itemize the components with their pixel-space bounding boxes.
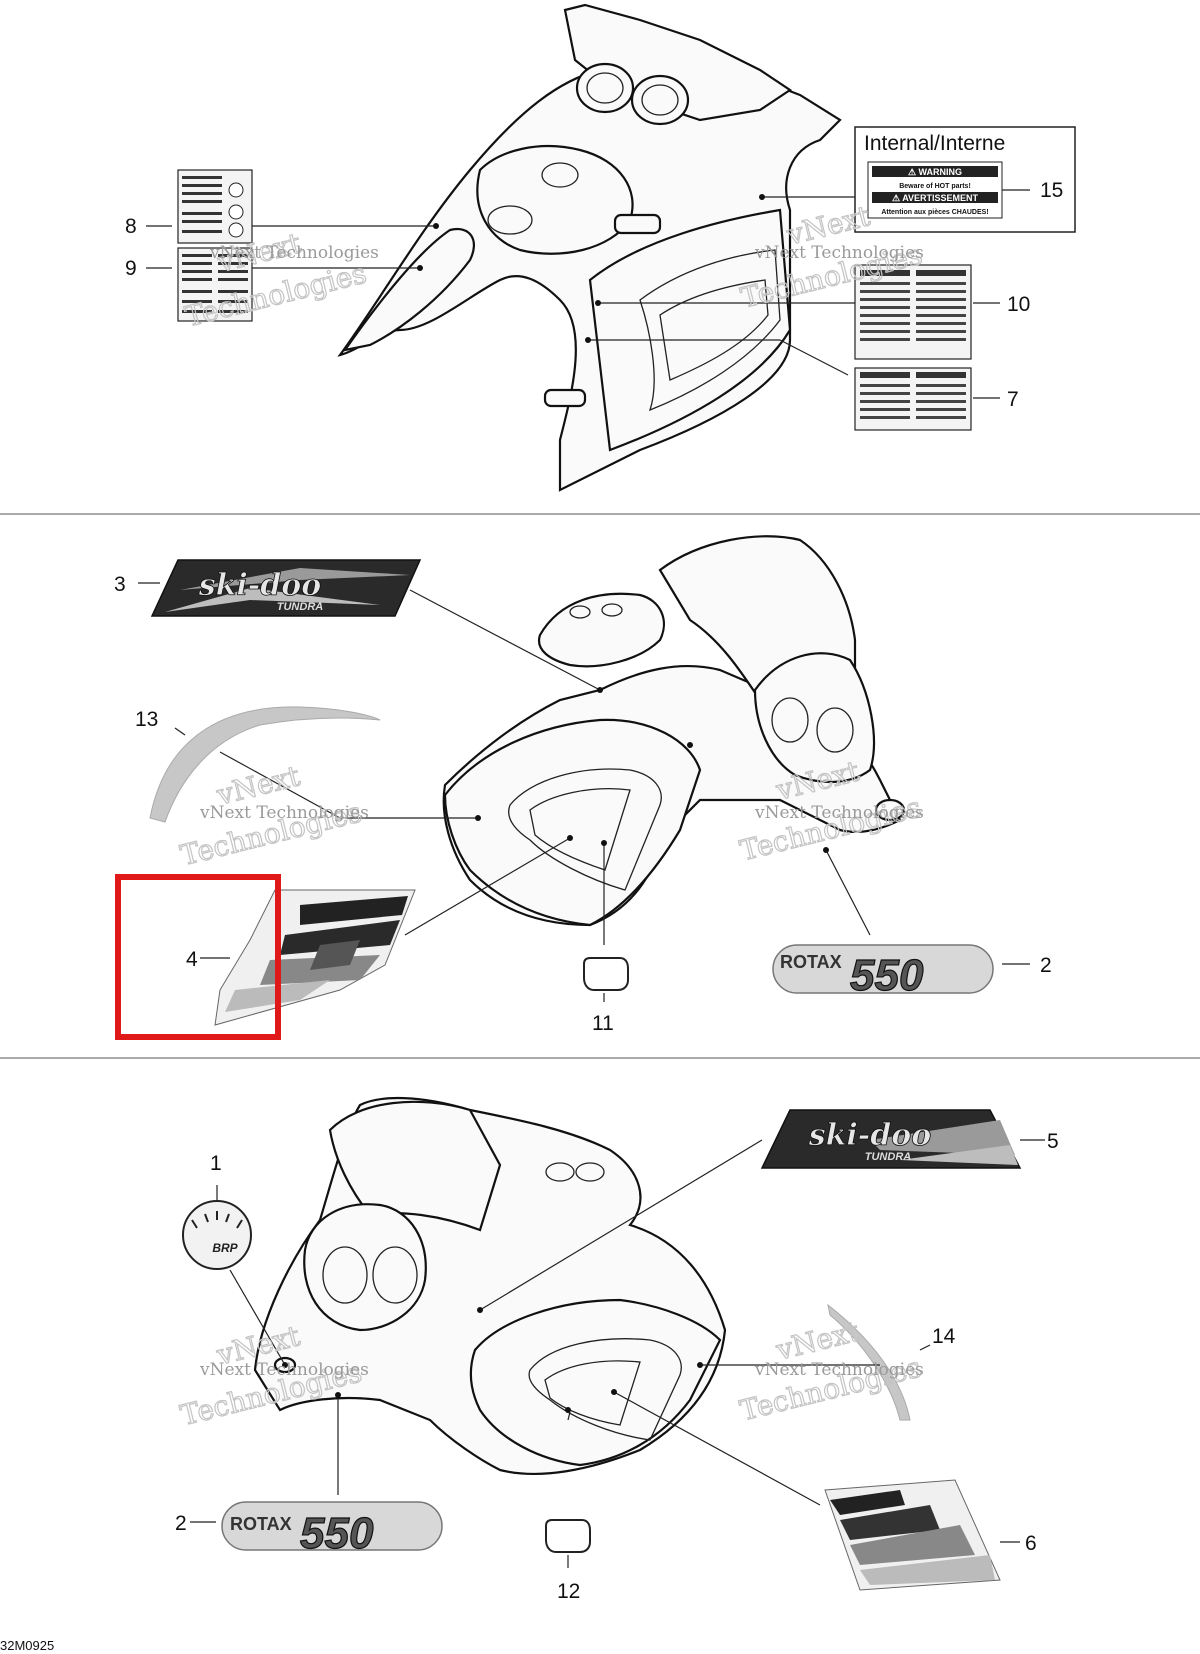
callout-5[interactable]: 5 bbox=[1047, 1130, 1059, 1153]
stripe-decal-6 bbox=[824, 1479, 1001, 1591]
headlight-front bbox=[303, 1203, 427, 1332]
side-panel-stripe bbox=[639, 249, 781, 412]
svg-text:vNext Technologies: vNext Technologies bbox=[199, 803, 369, 823]
console-front-2 bbox=[575, 1162, 605, 1182]
warning-text: Beware of HOT parts! bbox=[899, 183, 971, 190]
callout-7[interactable]: 7 bbox=[1007, 388, 1019, 411]
side-panel-left bbox=[342, 227, 476, 352]
callouts: 8 9 15 10 7 3 13 4 11 2 1 5 14 6 2 12 bbox=[114, 179, 1063, 1603]
headlight-front-r bbox=[372, 1246, 418, 1304]
handle bbox=[543, 388, 587, 408]
rotax-number-2: 550 bbox=[300, 1509, 374, 1558]
avertissement-text: Attention aux pièces CHAUDES! bbox=[881, 209, 988, 216]
side-panel-right bbox=[588, 208, 792, 452]
cup-holder bbox=[487, 205, 533, 235]
gauge-right bbox=[630, 74, 690, 126]
callout-9[interactable]: 9 bbox=[125, 257, 137, 280]
svg-text:vNext Technologies: vNext Technologies bbox=[754, 243, 924, 263]
leaders-top bbox=[146, 189, 1030, 399]
bumper-mid bbox=[874, 798, 906, 822]
svg-text:vNext Technologies: vNext Technologies bbox=[209, 243, 379, 263]
skidoo-brand-text: ski-doo bbox=[198, 568, 322, 603]
svg-text:vNext Technologies: vNext Technologies bbox=[754, 1360, 924, 1380]
headlight-front-l bbox=[322, 1246, 368, 1304]
internal-title: Internal/Interne bbox=[864, 132, 1005, 155]
warning-title: ⚠ WARNING bbox=[908, 167, 962, 177]
rotax-number: 550 bbox=[850, 951, 924, 1000]
console-front-1 bbox=[545, 1162, 575, 1182]
gauge-left bbox=[575, 62, 635, 114]
label-10 bbox=[854, 264, 972, 360]
console-hole-1 bbox=[569, 605, 591, 619]
leaders-middle bbox=[138, 582, 1030, 1002]
swoosh-decal-13 bbox=[149, 706, 381, 823]
skidoo-model-text-5: TUNDRA bbox=[865, 1151, 911, 1163]
side-panel-mid-inner bbox=[529, 788, 631, 871]
gauge-left-inner bbox=[586, 72, 624, 104]
label-8 bbox=[177, 169, 253, 244]
skidoo-decal-5: ski-doo TUNDRA bbox=[760, 1109, 1022, 1169]
rotax-decal-2-bottom: ROTAX 550 bbox=[221, 1501, 443, 1559]
avertissement-title: ⚠ AVERTISSEMENT bbox=[892, 193, 979, 203]
console bbox=[476, 144, 634, 255]
side-panel-stripe-inner bbox=[659, 279, 769, 381]
callout-10[interactable]: 10 bbox=[1007, 293, 1030, 316]
skidoo-decal-3: ski-doo TUNDRA bbox=[150, 559, 422, 617]
callout-13[interactable]: 13 bbox=[135, 708, 158, 731]
callout-6[interactable]: 6 bbox=[1025, 1532, 1037, 1555]
label-9 bbox=[177, 247, 253, 322]
rotax-decal-2-mid: ROTAX 550 bbox=[772, 944, 994, 1001]
highlight-box bbox=[115, 874, 281, 1040]
svg-text:vNext Technologies: vNext Technologies bbox=[199, 1360, 369, 1380]
section-middle: ski-doo TUNDRA ROTAX 550 bbox=[115, 535, 1030, 1040]
callout-11[interactable]: 11 bbox=[592, 1012, 614, 1035]
console-mid bbox=[537, 592, 665, 668]
callout-4[interactable]: 4 bbox=[186, 948, 198, 971]
gauge-right-inner bbox=[641, 84, 679, 116]
callout-15[interactable]: 15 bbox=[1040, 179, 1063, 202]
section-bottom: ski-doo TUNDRA BRP ROTAX 550 bbox=[182, 1096, 1045, 1591]
leaders-bottom bbox=[190, 1139, 1045, 1568]
brp-emblem-1: BRP bbox=[182, 1200, 252, 1270]
rotax-word-2: ROTAX bbox=[230, 1514, 292, 1534]
bracket-12 bbox=[545, 1519, 591, 1553]
bracket-11 bbox=[583, 957, 629, 991]
bumper-left bbox=[613, 213, 662, 235]
brp-text: BRP bbox=[212, 1241, 238, 1255]
side-panel-front-stripe bbox=[528, 1338, 682, 1441]
side-panel-mid-stripe bbox=[508, 768, 662, 891]
console-hole-2 bbox=[601, 603, 623, 617]
headlight-right bbox=[816, 707, 854, 753]
callout-1[interactable]: 1 bbox=[210, 1152, 222, 1175]
diagram-code: 32M0925 bbox=[0, 1638, 54, 1653]
skidoo-model-text: TUNDRA bbox=[277, 601, 323, 613]
svg-text:vNext Technologies: vNext Technologies bbox=[754, 803, 924, 823]
headlight-left bbox=[771, 697, 809, 743]
fuel-cap bbox=[541, 162, 579, 188]
section-top: Internal/Interne ⚠ WARNING Beware of HOT… bbox=[146, 3, 1076, 492]
callout-8[interactable]: 8 bbox=[125, 215, 137, 238]
callout-2-mid[interactable]: 2 bbox=[1040, 954, 1052, 977]
callout-12[interactable]: 12 bbox=[557, 1580, 580, 1603]
callout-3[interactable]: 3 bbox=[114, 573, 126, 596]
internal-label-box: Internal/Interne ⚠ WARNING Beware of HOT… bbox=[854, 126, 1076, 233]
side-panel-front-inner bbox=[544, 1360, 641, 1426]
windshield-front bbox=[328, 1100, 502, 1232]
callout-2-bottom[interactable]: 2 bbox=[175, 1512, 187, 1535]
skidoo-brand-text-5: ski-doo bbox=[808, 1118, 932, 1153]
stripe-decal-4 bbox=[214, 889, 416, 1026]
rotax-word: ROTAX bbox=[780, 952, 842, 972]
label-7 bbox=[854, 367, 972, 431]
swoosh-decal-14 bbox=[827, 1303, 911, 1421]
callout-14[interactable]: 14 bbox=[932, 1325, 956, 1348]
